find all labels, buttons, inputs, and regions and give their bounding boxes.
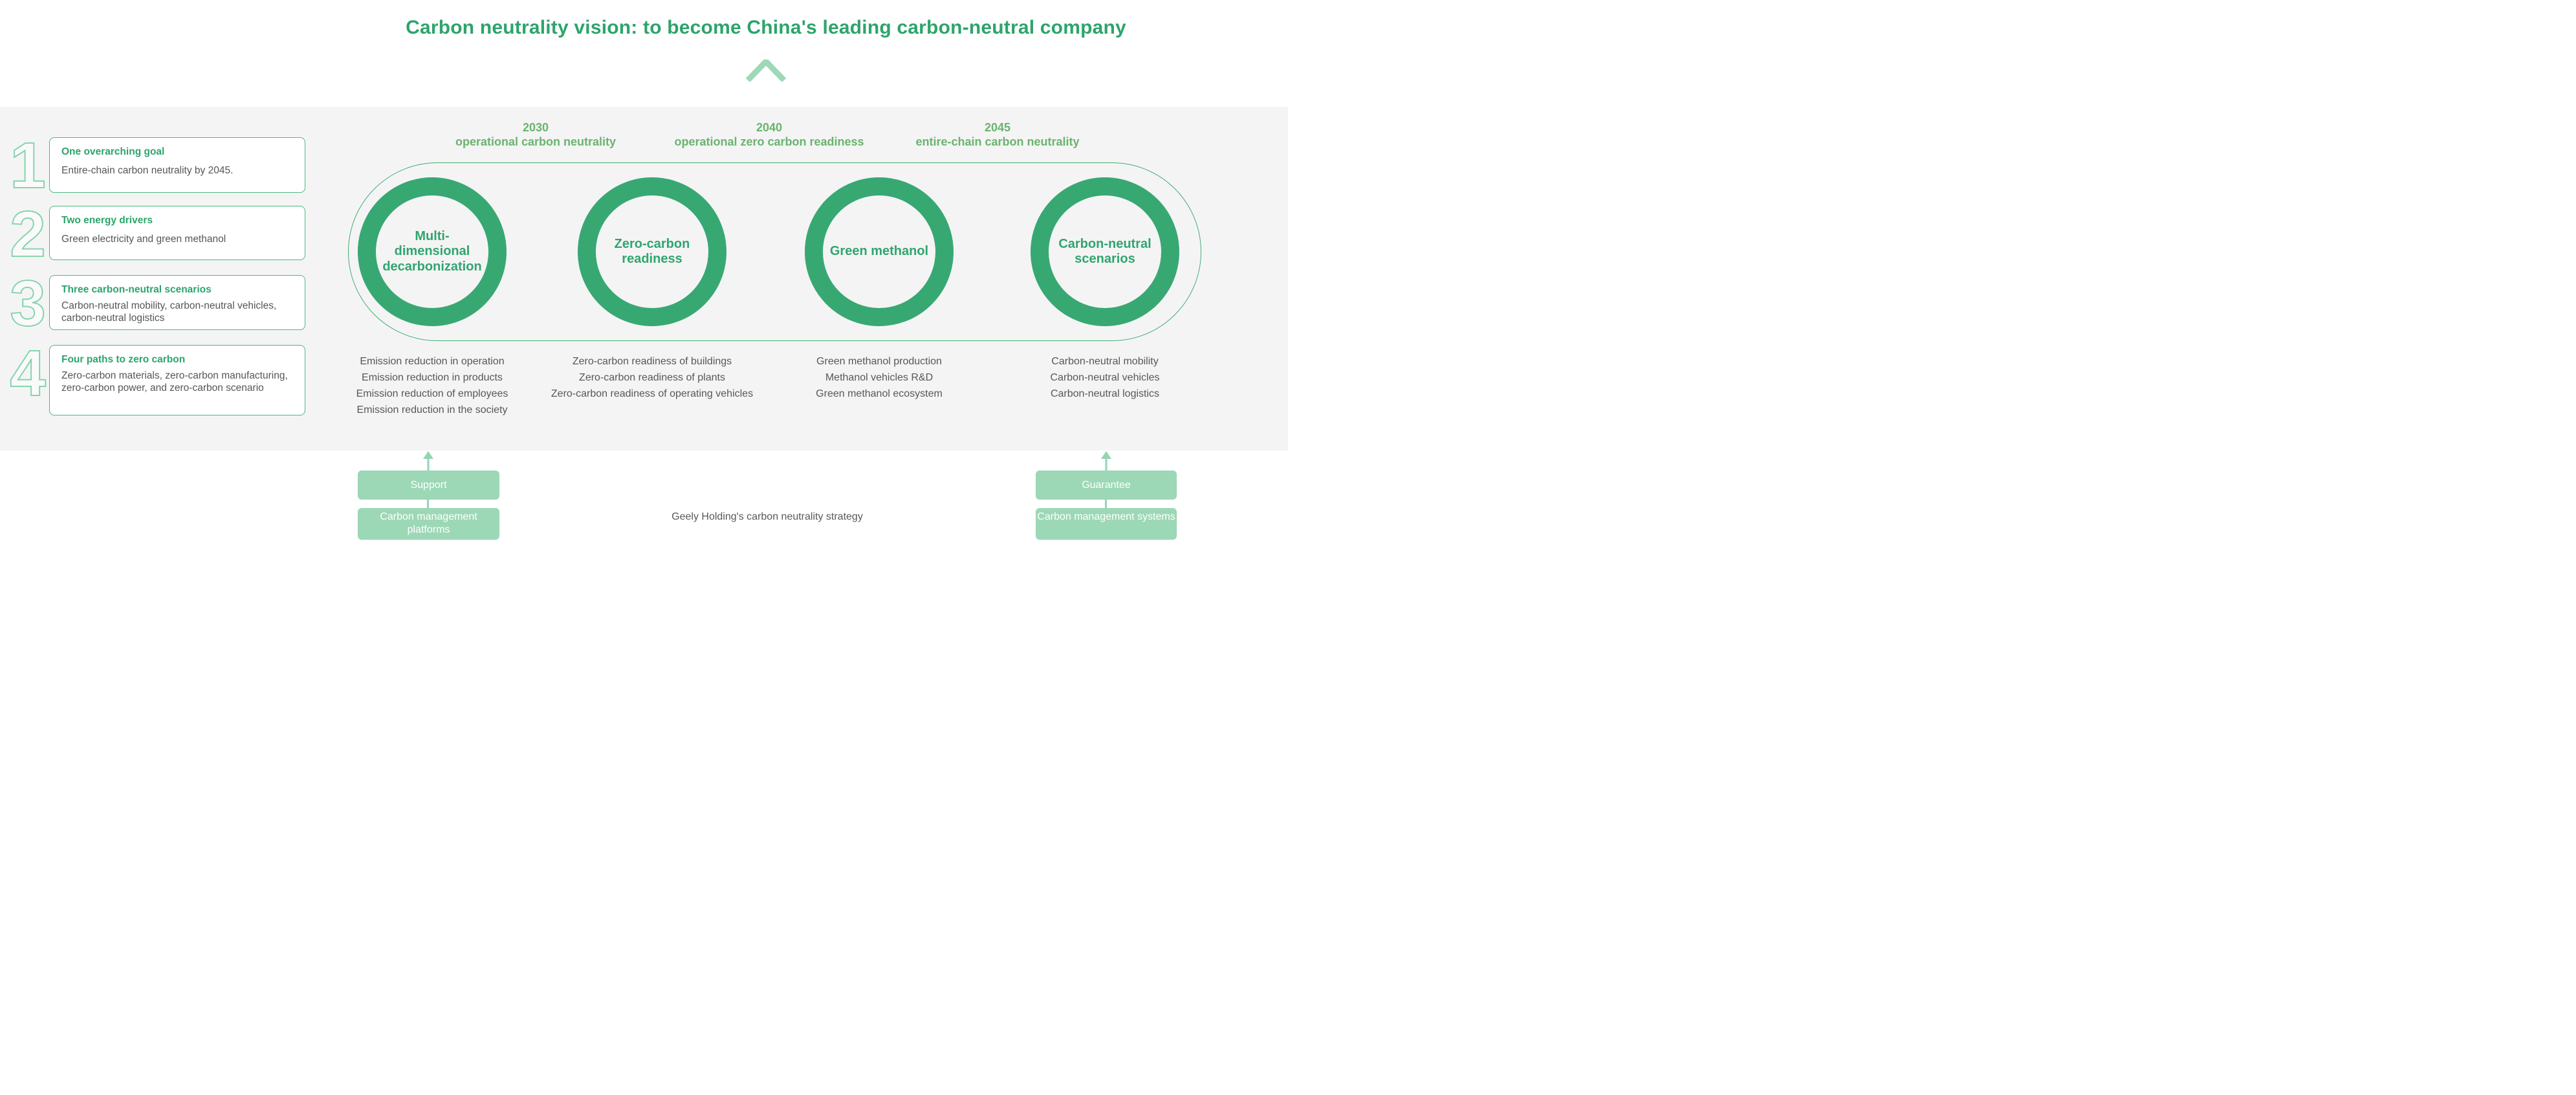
carbon-management-platforms-box: Carbon management platforms bbox=[358, 508, 499, 540]
diagram-caption: Geely Holding's carbon neutrality strate… bbox=[671, 511, 863, 522]
phase-circle-readiness: Zero-carbon readiness bbox=[578, 177, 726, 326]
list-item: Zero-carbon readiness of plants bbox=[579, 372, 725, 383]
list-item: Green methanol ecosystem bbox=[816, 388, 943, 399]
page-title: Carbon neutrality vision: to become Chin… bbox=[406, 17, 1126, 38]
milestone-2040: 2040 operational zero carbon readiness bbox=[653, 120, 886, 149]
list-item: Zero-carbon readiness of operating vehic… bbox=[551, 388, 754, 399]
carbon-neutrality-infographic: Carbon neutrality vision: to become Chin… bbox=[0, 0, 1288, 548]
goal-card-1: One overarching goal Entire-chain carbon… bbox=[49, 137, 305, 193]
milestone-label: operational carbon neutrality bbox=[455, 135, 617, 148]
goal-heading: One overarching goal bbox=[61, 146, 165, 157]
guarantee-box: Guarantee bbox=[1036, 470, 1177, 500]
phase-list-decarbonization: Emission reduction in operation Emission… bbox=[316, 353, 549, 418]
goal-heading: Four paths to zero carbon bbox=[61, 354, 186, 365]
milestone-year: 2030 bbox=[522, 121, 549, 134]
list-item: Emission reduction in products bbox=[362, 372, 503, 383]
chevron-up-icon bbox=[745, 57, 787, 83]
goal-number-4: 4 bbox=[9, 337, 47, 410]
goal-card-3: Three carbon-neutral scenarios Carbon-ne… bbox=[49, 275, 305, 330]
list-item: Methanol vehicles R&D bbox=[825, 372, 933, 383]
list-item: Emission reduction in the society bbox=[356, 404, 508, 415]
support-box: Support bbox=[358, 470, 499, 500]
arrow-up-icon bbox=[1100, 451, 1112, 470]
phase-list-green-methanol: Green methanol production Methanol vehic… bbox=[763, 353, 996, 402]
goal-number-1: 1 bbox=[9, 129, 47, 202]
support-connector bbox=[427, 500, 429, 508]
goal-card-4: Four paths to zero carbon Zero-carbon ma… bbox=[49, 345, 305, 415]
milestone-year: 2040 bbox=[756, 121, 783, 134]
goal-heading: Three carbon-neutral scenarios bbox=[61, 284, 212, 295]
list-item: Zero-carbon readiness of buildings bbox=[572, 356, 732, 367]
phase-list-readiness: Zero-carbon readiness of buildings Zero-… bbox=[536, 353, 769, 402]
goal-body: Entire-chain carbon neutrality by 2045. bbox=[61, 165, 234, 176]
goal-body: Carbon-neutral mobility, carbon-neutral … bbox=[61, 300, 277, 324]
list-item: Carbon-neutral vehicles bbox=[1050, 372, 1160, 383]
phase-list-scenarios: Carbon-neutral mobility Carbon-neutral v… bbox=[988, 353, 1221, 402]
arrow-up-icon bbox=[422, 451, 434, 470]
goal-body: Green electricity and green methanol bbox=[61, 234, 226, 245]
phases-pill-outline bbox=[348, 162, 1201, 341]
goal-card-2: Two energy drivers Green electricity and… bbox=[49, 206, 305, 260]
list-item: Emission reduction of employees bbox=[356, 388, 508, 399]
milestone-label: operational zero carbon readiness bbox=[674, 135, 864, 148]
phase-circle-label: Multi- dimensional decarbonization bbox=[382, 229, 482, 274]
phase-circle-label: Carbon-neutral scenarios bbox=[1058, 236, 1152, 266]
list-item: Carbon-neutral logistics bbox=[1050, 388, 1160, 399]
list-item: Emission reduction in operation bbox=[360, 356, 505, 367]
goal-number-2: 2 bbox=[9, 198, 47, 271]
goal-heading: Two energy drivers bbox=[61, 215, 153, 226]
guarantee-connector bbox=[1105, 500, 1107, 508]
list-item: Green methanol production bbox=[816, 356, 942, 367]
list-item: Carbon-neutral mobility bbox=[1051, 356, 1159, 367]
phase-circle-decarbonization: Multi- dimensional decarbonization bbox=[358, 177, 507, 326]
milestone-year: 2045 bbox=[984, 121, 1011, 134]
phase-circle-scenarios: Carbon-neutral scenarios bbox=[1031, 177, 1179, 326]
goal-body: Zero-carbon materials, zero-carbon manuf… bbox=[61, 370, 288, 393]
milestone-2030: 2030 operational carbon neutrality bbox=[419, 120, 652, 149]
milestone-2045: 2045 entire-chain carbon neutrality bbox=[881, 120, 1114, 149]
phase-circle-label: Zero-carbon readiness bbox=[614, 236, 690, 266]
carbon-management-systems-box: Carbon management systems bbox=[1036, 508, 1177, 540]
goal-number-3: 3 bbox=[9, 267, 47, 340]
milestone-label: entire-chain carbon neutrality bbox=[915, 135, 1080, 148]
phase-circle-green-methanol: Green methanol bbox=[805, 177, 954, 326]
phase-circle-label: Green methanol bbox=[829, 244, 929, 259]
